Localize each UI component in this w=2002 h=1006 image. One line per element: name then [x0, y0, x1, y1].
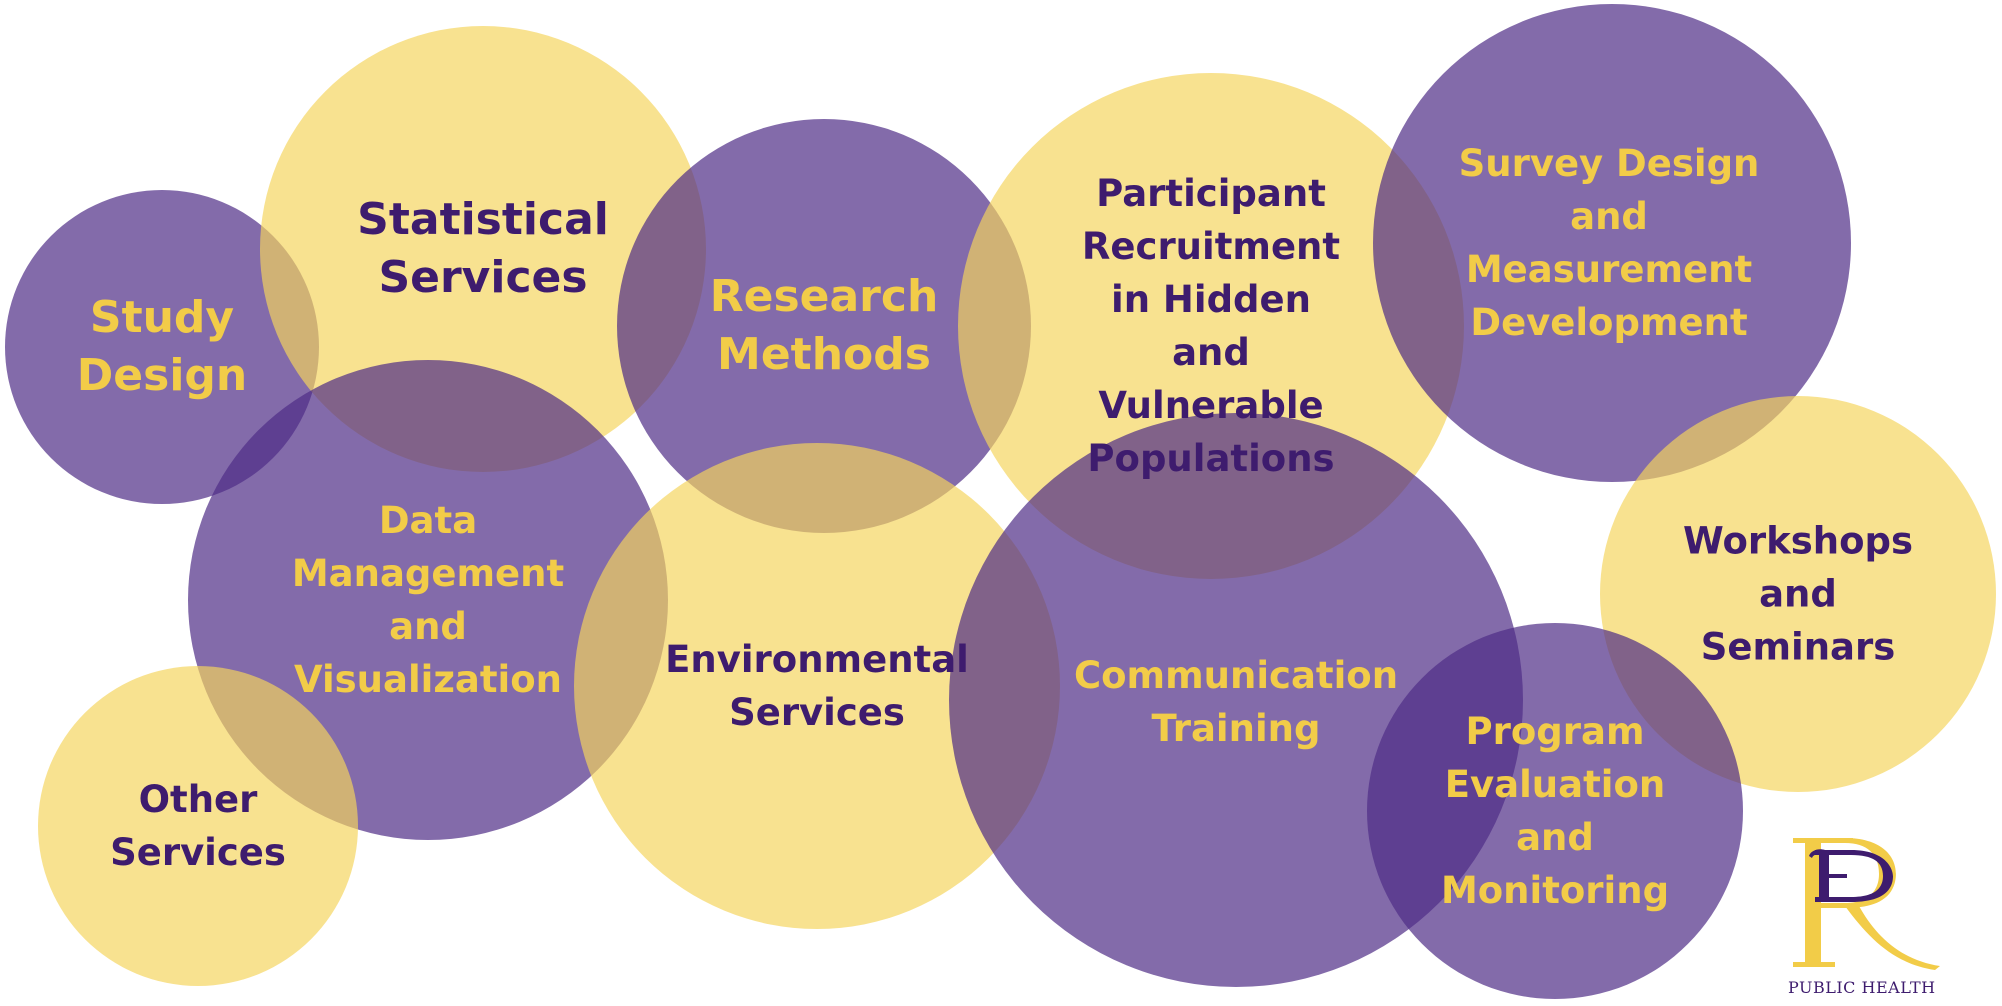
- program-evaluation-label: Program Evaluation and Monitoring: [1440, 710, 1670, 912]
- logo-text: PUBLIC HEALTH: [1788, 978, 1936, 997]
- communication-training-label: Communication Training: [1073, 654, 1399, 750]
- other-services-bubble: [38, 666, 358, 986]
- logo-letter-e: [1809, 849, 1893, 902]
- environmental-services-label: Environmental Services: [665, 638, 969, 734]
- study-design-bubble: [5, 190, 319, 504]
- statistical-services-bubble: [260, 26, 706, 472]
- statistical-services-label: Statistical Services: [357, 194, 609, 303]
- research-methods-label: Research Methods: [709, 271, 939, 380]
- logo-letter-r: [1793, 838, 1940, 970]
- workshops-seminars-label: Workshops and Seminars: [1682, 519, 1914, 669]
- study-design-label: Study Design: [76, 292, 248, 401]
- other-services-label: Other Services: [110, 778, 286, 874]
- survey-design-bubble: [1373, 4, 1851, 482]
- program-evaluation-bubble: [1367, 623, 1743, 999]
- environmental-services-bubble: [574, 443, 1060, 929]
- data-management-label: Data Management and Visualization: [291, 499, 565, 701]
- er-logo: [1793, 838, 1940, 970]
- participant-recruitment-label: Participant Recruitment in Hidden and Vu…: [1081, 172, 1341, 480]
- research-methods-bubble: [617, 119, 1031, 533]
- survey-design-label: Survey Design and Measurement Developmen…: [1458, 142, 1760, 344]
